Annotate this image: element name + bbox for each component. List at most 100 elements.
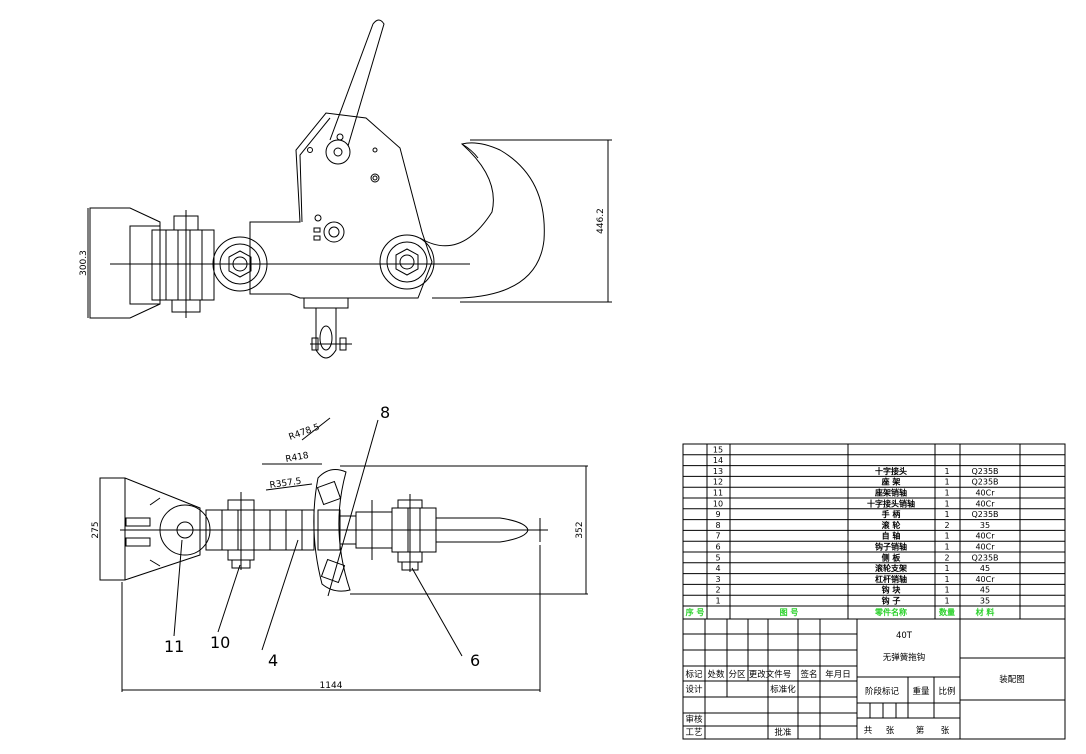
bom-row-material: 45 <box>980 564 990 573</box>
callout-6: 6 <box>470 651 480 670</box>
bom-row-name: 自 轴 <box>882 531 901 541</box>
base-bracket <box>89 207 161 319</box>
side-plate <box>249 112 433 299</box>
bom-row-no: 1 <box>715 597 720 606</box>
bom-row-no: 8 <box>715 521 720 530</box>
handle-lever <box>329 19 385 147</box>
title-product: 无弹簧拖钩 <box>883 652 926 663</box>
title-block: 40T 无弹簧拖钩 装配图 标记 处数 分区 更改文件号 签名 年月日 设计 标… <box>682 618 1066 740</box>
callout-10: 10 <box>210 633 230 652</box>
plan-base-bracket <box>99 477 201 581</box>
hook-height-dim: 446.2 <box>596 208 606 234</box>
bom-row-qty: 1 <box>944 532 949 541</box>
base-height-dim: 300.3 <box>79 250 89 276</box>
bottom-view: R478.5 R418 R357.5 352 275 1144 8 11 10 … <box>91 403 588 692</box>
bom-row-qty: 1 <box>944 597 949 606</box>
bom-row-no: 10 <box>713 499 723 508</box>
bom-row-qty: 1 <box>944 575 949 584</box>
hook-pin <box>379 234 435 290</box>
bom-row-name: 十字接头 <box>875 466 907 476</box>
bom-row-name: 杠杆销轴 <box>875 574 907 584</box>
bom-header-qty: 数量 <box>939 607 955 617</box>
bom-row-name: 钩 块 <box>882 585 902 595</box>
label-design: 设计 <box>685 684 703 695</box>
bom-row-no: 2 <box>715 586 720 595</box>
bom-row-qty: 2 <box>944 553 949 562</box>
bom-row-name: 钩 子 <box>882 596 901 606</box>
title-model: 40T <box>896 631 913 641</box>
handle-pivot <box>325 139 351 165</box>
bom-row-no: 11 <box>713 489 723 498</box>
plan-width-dim: 275 <box>91 521 101 538</box>
label-stage-mark: 阶段标记 <box>865 686 900 697</box>
bom-row-qty: 1 <box>944 510 949 519</box>
bom-header-drawing-no: 图 号 <box>780 608 799 617</box>
bom-row-material: 40Cr <box>975 543 995 552</box>
rev-header-count: 处数 <box>707 669 725 680</box>
bom-row-material: 45 <box>980 586 990 595</box>
bom-row-material: Q235B <box>971 553 998 562</box>
bom-header-no: 序 号 <box>686 607 705 617</box>
label-weight: 重量 <box>912 686 930 697</box>
hook <box>419 142 545 299</box>
bom-row-name: 座架销轴 <box>874 488 907 498</box>
radius-inner: R357.5 <box>269 477 302 491</box>
bom-header-name: 零件名称 <box>874 607 907 617</box>
bom-row-no: 12 <box>713 478 723 487</box>
callout-8: 8 <box>380 403 390 422</box>
callout-4: 4 <box>268 651 278 670</box>
bom-row-no: 9 <box>715 510 720 519</box>
label-total: 共 <box>864 726 873 736</box>
bom-row-qty: 1 <box>944 489 949 498</box>
bom-row-name: 座 架 <box>881 477 901 487</box>
bom-row-no: 13 <box>713 467 723 476</box>
bom-row-qty: 1 <box>944 478 949 487</box>
bom-row-material: 40Cr <box>975 489 995 498</box>
label-page: 第 <box>916 725 925 736</box>
bom-row-name: 侧 板 <box>882 552 902 562</box>
title-drawing-type: 装配图 <box>999 674 1025 685</box>
bom-row-qty: 1 <box>944 499 949 508</box>
rev-header-zone: 分区 <box>728 670 746 680</box>
bom-row-qty: 2 <box>944 521 949 530</box>
bom-row-material: 35 <box>980 521 990 530</box>
bom-row-qty: 1 <box>944 543 949 552</box>
bom-row-name: 钩子销轴 <box>875 542 907 552</box>
rev-header-doc: 更改文件号 <box>749 669 792 680</box>
radius-outer: R478.5 <box>288 422 322 442</box>
bom-row-name: 十字接头销轴 <box>867 498 915 508</box>
label-sheet2: 张 <box>941 726 950 736</box>
bom-header-material: 材 料 <box>976 607 995 617</box>
bom-row-material: 35 <box>980 597 990 606</box>
rev-header-sign: 签名 <box>800 669 817 680</box>
label-review: 审核 <box>685 714 703 725</box>
bom-row-no: 7 <box>715 532 720 541</box>
bom-row-no: 4 <box>715 564 720 573</box>
bom-row-material: Q235B <box>971 510 998 519</box>
bom-row-no: 3 <box>715 575 720 584</box>
bom-row-qty: 1 <box>944 564 949 573</box>
bom-row-no: 6 <box>715 543 720 552</box>
roller-bracket <box>303 297 349 309</box>
plan-height-dim: 352 <box>575 521 585 538</box>
top-view: 446.2 300.3 <box>79 19 612 359</box>
bom-row-name: 手 柄 <box>882 509 901 519</box>
bom-row-no: 15 <box>713 445 723 454</box>
total-length-dim: 1144 <box>320 681 343 691</box>
bom-row-name: 滚 轮 <box>882 520 901 530</box>
bom-row-qty: 1 <box>944 467 949 476</box>
rev-header-date: 年月日 <box>825 669 851 680</box>
plan-roller-arc <box>313 469 351 592</box>
bom-row-material: 40Cr <box>975 575 995 584</box>
label-scale: 比例 <box>938 686 955 697</box>
bom-row-no: 5 <box>715 553 720 562</box>
bom-row-no: 14 <box>713 456 723 465</box>
bom-row-material: Q235B <box>971 478 998 487</box>
label-approve: 批准 <box>774 727 792 738</box>
callout-11: 11 <box>164 637 184 656</box>
bom-row-name: 滚轮支架 <box>875 563 907 573</box>
label-process: 工艺 <box>685 728 702 738</box>
bom-row-material: 40Cr <box>975 499 995 508</box>
